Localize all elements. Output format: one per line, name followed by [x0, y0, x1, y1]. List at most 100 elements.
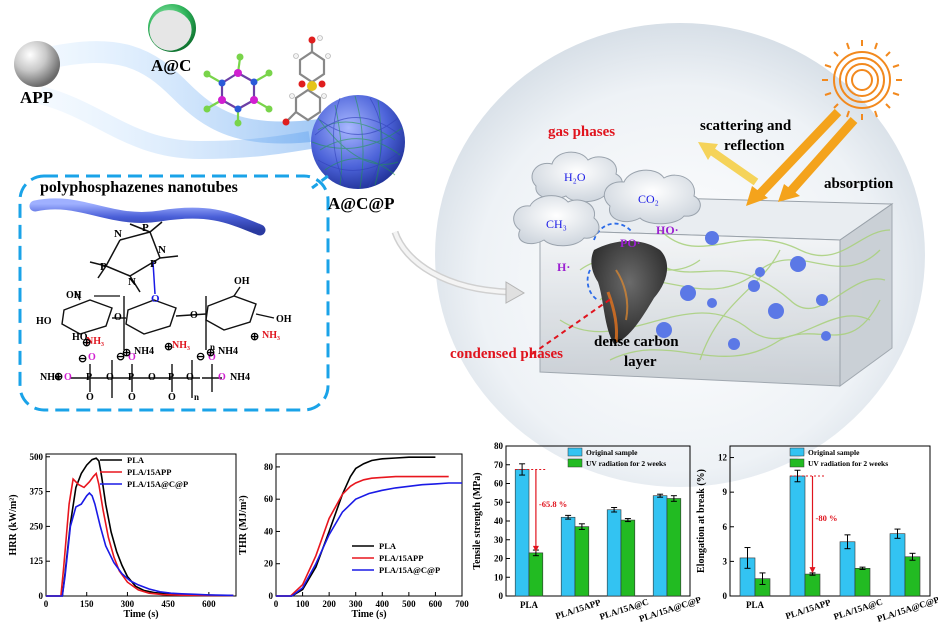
legend-label: UV radiation for 2 weeks — [808, 459, 888, 468]
layer-label: layer — [624, 354, 657, 370]
x-tick-label: 0 — [274, 599, 279, 609]
atom-oh: OH — [276, 314, 292, 325]
legend-label: PLA/15APP — [379, 553, 423, 563]
atom-n: N — [114, 228, 122, 240]
legend-label: PLA/15APP — [127, 467, 171, 477]
plus-charge: ⊕ — [206, 347, 216, 359]
plus-charge: ⊕ — [164, 341, 174, 353]
cloud-co2 — [603, 169, 701, 225]
bar — [789, 475, 806, 597]
gas-phases-label: gas phases — [548, 124, 616, 140]
atom-o: O — [190, 310, 198, 321]
legend-label: UV radiation for 2 weeks — [586, 459, 666, 468]
annotation-label: -80 % — [816, 513, 838, 523]
y-tick-label: 3 — [723, 556, 728, 566]
minus-charge: ⊖ — [196, 351, 206, 363]
minus-charge: ⊖ — [54, 371, 64, 383]
nanotube — [29, 198, 266, 236]
atom-p: P — [128, 372, 135, 383]
atom-o: O — [86, 392, 94, 403]
matrix-block-side — [839, 203, 893, 387]
atom-o: O — [88, 352, 96, 363]
bar — [652, 495, 668, 597]
atom-nh4: NH4 — [40, 372, 60, 383]
dense-carbon-label: dense carbon — [594, 334, 679, 350]
atom-o: O — [128, 392, 136, 403]
y-tick-label: 500 — [30, 452, 44, 462]
legend-label: Original sample — [808, 448, 860, 457]
light-arrows — [698, 108, 858, 206]
atom-o: O — [151, 293, 160, 305]
y-tick-label: 80 — [494, 441, 504, 451]
atom-oh: OH — [66, 290, 82, 301]
ch3-label: CH₃ — [546, 217, 567, 231]
atom-p: P — [100, 261, 107, 273]
x-tick-label: 400 — [376, 599, 390, 609]
plus-charge: ⊕ — [250, 331, 260, 343]
x-tick-label: 100 — [296, 599, 310, 609]
atom-o: O — [148, 372, 156, 383]
subscript-n: n — [194, 392, 200, 402]
nanotubes-label: polyphosphazenes nanotubes — [40, 179, 238, 196]
atom-n: N — [158, 244, 166, 256]
structure-box — [18, 174, 330, 412]
y-axis-label: Elongation at break (%) — [696, 469, 707, 573]
x-tick-label: 0 — [44, 599, 49, 609]
bar — [839, 541, 856, 597]
y-tick-label: 80 — [264, 462, 274, 472]
app-sphere — [14, 41, 60, 87]
atom-o: O — [218, 372, 226, 383]
x-tick-label: 200 — [322, 599, 336, 609]
ho-radical-label: HO· — [656, 223, 679, 237]
ac-label: A@C — [151, 56, 192, 75]
x-tick-label: 500 — [402, 599, 416, 609]
atom-o: O — [186, 372, 194, 383]
diphenol-molecule — [287, 42, 326, 122]
scheme-graphic — [14, 4, 925, 487]
y-tick-label: 30 — [494, 535, 504, 545]
bar — [606, 509, 622, 597]
y-tick-label: 50 — [494, 497, 504, 507]
category-label: PLA — [520, 600, 539, 610]
bar — [904, 556, 921, 597]
y-tick-label: 0 — [269, 591, 274, 601]
absorption-label: absorption — [824, 176, 894, 192]
bar — [804, 573, 821, 597]
atom-p: P — [86, 372, 93, 383]
co2-label: CO₂ — [638, 192, 659, 206]
y-tick-label: 125 — [30, 556, 44, 566]
y-axis-label: Tensile strength (MPa) — [472, 472, 483, 569]
legend-label: PLA — [127, 455, 145, 465]
y-axis-label: HRR (kW/m²) — [8, 494, 19, 555]
bar — [854, 568, 871, 597]
atom-nh3: NH₃ — [172, 340, 190, 351]
plot-frame — [275, 453, 463, 597]
atom-oh: OH — [234, 276, 250, 287]
bar — [528, 552, 544, 597]
atom-nh4: NH4 — [230, 372, 250, 383]
cloud-ch3 — [513, 195, 600, 247]
acp-label: A@C@P — [328, 194, 395, 213]
x-tick-label: 600 — [202, 599, 216, 609]
series-line — [276, 475, 449, 597]
category-label: PLA/15APP — [554, 597, 602, 621]
minus-charge: ⊖ — [116, 351, 126, 363]
series-line — [46, 491, 234, 597]
x-axis-label: Time (s) — [123, 609, 158, 620]
atom-ho: HO — [36, 316, 52, 327]
y-tick-label: 12 — [718, 453, 728, 463]
y-tick-label: 0 — [39, 591, 44, 601]
y-tick-label: 20 — [264, 559, 274, 569]
legend-label: PLA — [379, 541, 397, 551]
atom-ho: HO — [72, 332, 88, 343]
x-tick-label: 450 — [161, 599, 175, 609]
y-tick-label: 20 — [494, 554, 504, 564]
atom-nh3: NH₃ — [86, 336, 104, 347]
h2o-label: H₂O — [564, 170, 586, 184]
annotation-arrowhead — [532, 545, 539, 552]
bar — [574, 526, 590, 597]
y-tick-label: 60 — [264, 494, 274, 504]
matrix-block-front — [539, 229, 841, 387]
atom-o: O — [128, 352, 136, 363]
